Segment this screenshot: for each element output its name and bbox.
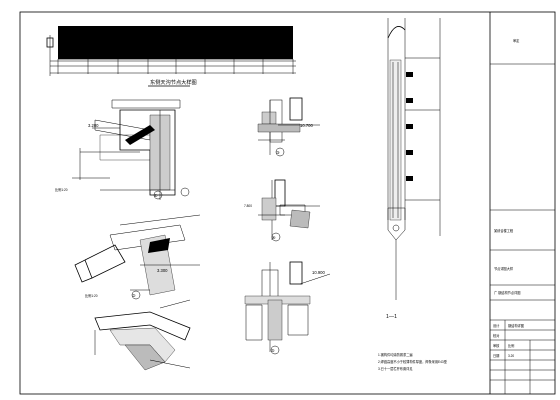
general-notes: 1.钢构件均涂防锈漆二遍 2.焊缝高度不小于较薄构件厚度，焊条采用E43型 3.…	[378, 352, 448, 371]
detail-5-elev: 10.900	[312, 270, 325, 275]
note-3: 3.已十一层栏杆布置详见	[378, 366, 413, 371]
detail-2-elev: 3.300	[157, 268, 168, 273]
detail-4-elev: 7.800	[244, 204, 252, 208]
title-value-2: 比例	[508, 343, 514, 348]
title-value-1: 钢结构详图	[508, 323, 524, 328]
title-project: 某综合楼工程	[494, 228, 514, 233]
detail-3-label: ③	[276, 150, 280, 155]
note-1: 1.钢构件均涂防锈漆二遍	[378, 352, 413, 357]
title-value-3: 3.20	[508, 354, 514, 358]
title-row-design: 设计	[493, 323, 500, 328]
title-block	[489, 12, 555, 394]
note-2: 2.焊缝高度不小于较薄构件厚度，焊条采用E43型	[378, 359, 448, 364]
sheet-border	[19, 11, 556, 395]
detail-2-scale: 比例1:20	[85, 293, 98, 298]
title-top-label: 审定	[513, 38, 520, 43]
detail-3-drawing	[257, 97, 320, 157]
title-row-review: 审核	[493, 343, 500, 348]
detail-2-label: ②	[132, 293, 136, 298]
roof-elevation	[46, 26, 296, 76]
title-row-date: 日期	[493, 353, 499, 358]
detail-4-label: ④	[272, 235, 276, 240]
detail-1-elev: 3.200	[88, 123, 99, 128]
section-label: 1—1	[386, 314, 397, 320]
detail-1-drawing	[72, 99, 190, 200]
corner-plan-detail	[94, 299, 191, 371]
title-drawing-name: 节点详图大样	[494, 266, 514, 271]
detail-3-elev: 10.700	[300, 123, 313, 128]
detail-5-drawing	[244, 261, 331, 355]
section-1-1-drawing	[387, 18, 441, 300]
elevation-title: 东侧天沟节点大样图	[150, 78, 197, 86]
detail-1-scale: 比例1:20	[55, 187, 68, 192]
title-row-check: 校对	[493, 333, 500, 338]
title-sheet-title: 广 钢结构节点详图	[494, 290, 520, 295]
detail-1-label: ①	[154, 193, 158, 198]
detail-5-label: ⑤	[271, 348, 275, 353]
detail-4-drawing	[258, 179, 320, 242]
detail-2-drawing	[74, 214, 201, 300]
